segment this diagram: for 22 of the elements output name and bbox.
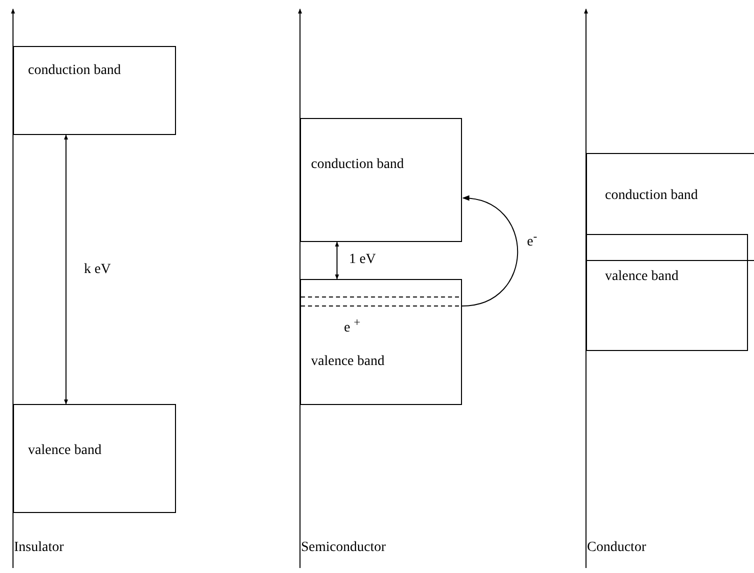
band-label: conduction band	[311, 157, 404, 173]
hole-label: e $^{+}$	[344, 316, 360, 337]
band-box	[586, 234, 748, 351]
edge-label: k eV	[84, 262, 111, 278]
band-label: conduction band	[605, 188, 698, 204]
double-arrow	[335, 242, 339, 280]
material-caption: Conductor	[587, 540, 646, 556]
band-box	[13, 404, 176, 513]
material-caption: Semiconductor	[301, 540, 386, 556]
double-arrow	[64, 134, 68, 404]
band-box	[13, 46, 176, 135]
band-label: valence band	[28, 443, 102, 459]
band-box	[300, 279, 462, 405]
band-label: conduction band	[28, 63, 121, 79]
band-box	[586, 153, 754, 261]
material-caption: Insulator	[14, 540, 64, 556]
band-label: valence band	[311, 354, 384, 370]
curved-arrow	[462, 196, 518, 306]
band-box	[300, 118, 462, 242]
edge-label: 1 eV	[349, 252, 376, 268]
band-label: valence band	[605, 269, 678, 285]
edge-label: e$^{-}$	[527, 230, 538, 251]
